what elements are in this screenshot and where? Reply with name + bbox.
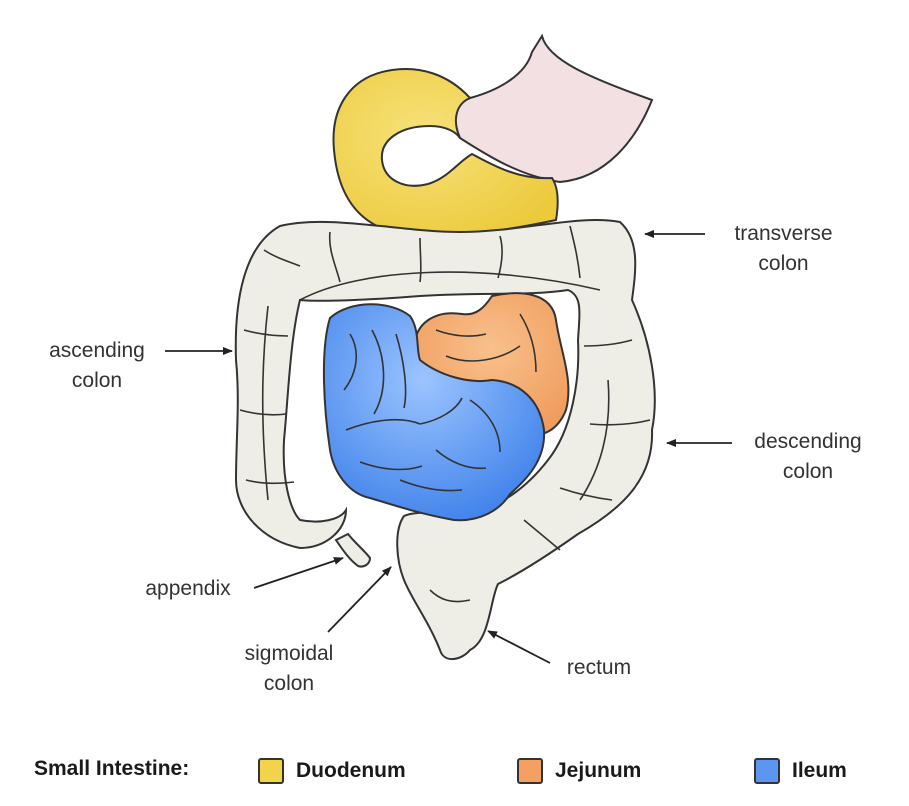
- label-ascending-colon: ascending colon: [30, 336, 164, 396]
- label-line: descending: [754, 430, 862, 453]
- label-line: colon: [758, 252, 809, 275]
- legend-swatch-duodenum: [258, 758, 284, 784]
- legend-label-jejunum: Jejunum: [555, 759, 642, 782]
- label-rectum: rectum: [554, 653, 644, 683]
- label-sigmoidal-colon: sigmoidal colon: [224, 639, 354, 699]
- label-line: colon: [782, 460, 834, 483]
- appendix-shape: [334, 532, 372, 568]
- label-line: colon: [263, 672, 315, 695]
- legend-item-jejunum: Jejunum: [517, 755, 641, 787]
- ileum-shape: [322, 303, 546, 522]
- legend-item-duodenum: Duodenum: [258, 755, 406, 787]
- legend-title: Small Intestine:: [34, 757, 190, 780]
- label-appendix: appendix: [128, 574, 248, 604]
- legend-item-ileum: Ileum: [754, 755, 847, 787]
- duodenum-shape: [332, 68, 559, 237]
- label-line: sigmoidal: [244, 642, 334, 665]
- colon-haustra-lines: [239, 225, 651, 603]
- label-arrows: [165, 230, 732, 664]
- label-descending-colon: descending colon: [738, 427, 878, 487]
- jejunum-fold-lines: [435, 313, 537, 373]
- arrow-rectum: [487, 630, 551, 664]
- ileum-fold-lines: [343, 329, 501, 492]
- label-line: transverse: [734, 222, 833, 245]
- label-transverse-colon: transverse colon: [716, 219, 851, 279]
- label-line: ascending: [49, 339, 145, 362]
- legend-swatch-jejunum: [517, 758, 543, 784]
- label-line: colon: [71, 369, 123, 392]
- colon-shape: [234, 218, 656, 660]
- legend-label-duodenum: Duodenum: [296, 759, 406, 782]
- arrow-appendix: [253, 557, 344, 589]
- label-line: appendix: [145, 577, 231, 600]
- stomach-shape: [453, 33, 654, 184]
- label-line: rectum: [566, 656, 632, 679]
- legend-swatch-ileum: [754, 758, 780, 784]
- legend-label-ileum: Ileum: [792, 759, 847, 782]
- arrow-sigmoidal: [327, 566, 392, 633]
